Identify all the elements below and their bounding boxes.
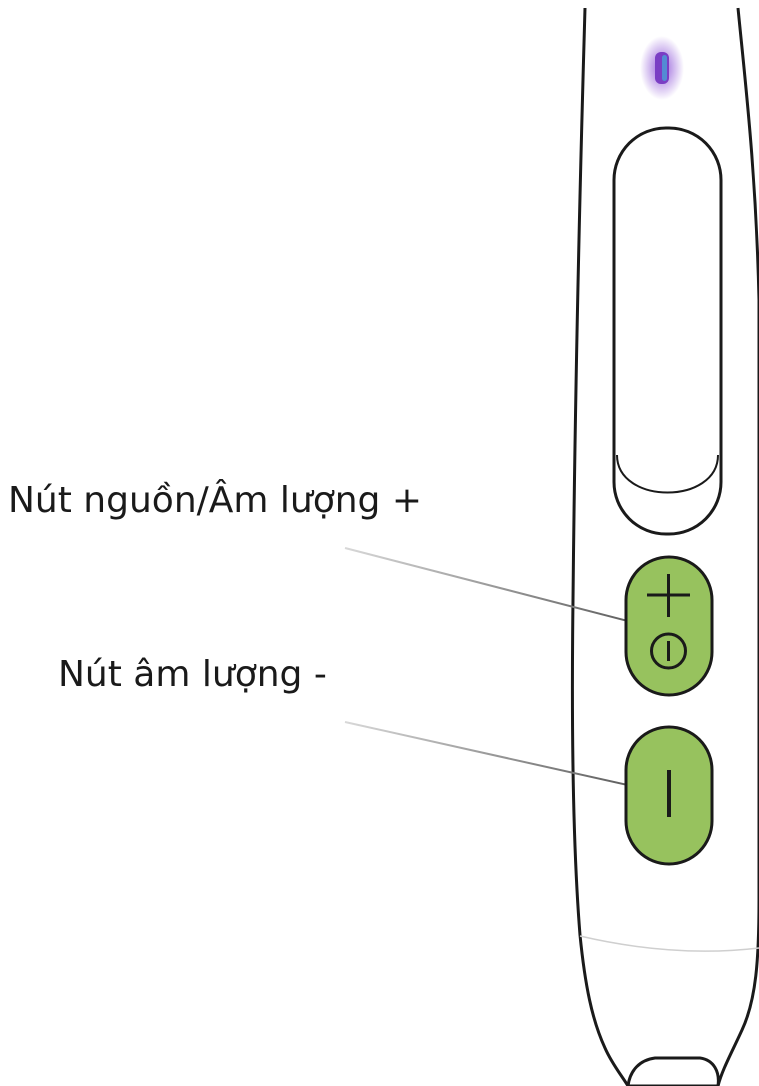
cable-stem xyxy=(626,1056,720,1086)
power-volume-up-button[interactable] xyxy=(624,555,714,697)
indicator-light xyxy=(640,36,684,100)
body-seam xyxy=(579,935,759,952)
slot-panel xyxy=(612,126,723,536)
slot-inner-curve xyxy=(616,454,719,494)
power-volume-up-button-shape xyxy=(624,555,714,697)
label-power-volume-up: Nút nguồn/Âm lượng + xyxy=(8,479,422,521)
leader-line-volume-down xyxy=(344,721,651,791)
label-volume-down: Nút âm lượng - xyxy=(58,654,327,695)
leader-line-power-volume-up xyxy=(344,547,656,629)
slot-outer xyxy=(612,126,723,536)
plus-over-power-icon xyxy=(647,574,690,670)
volume-down-button[interactable] xyxy=(624,725,714,866)
